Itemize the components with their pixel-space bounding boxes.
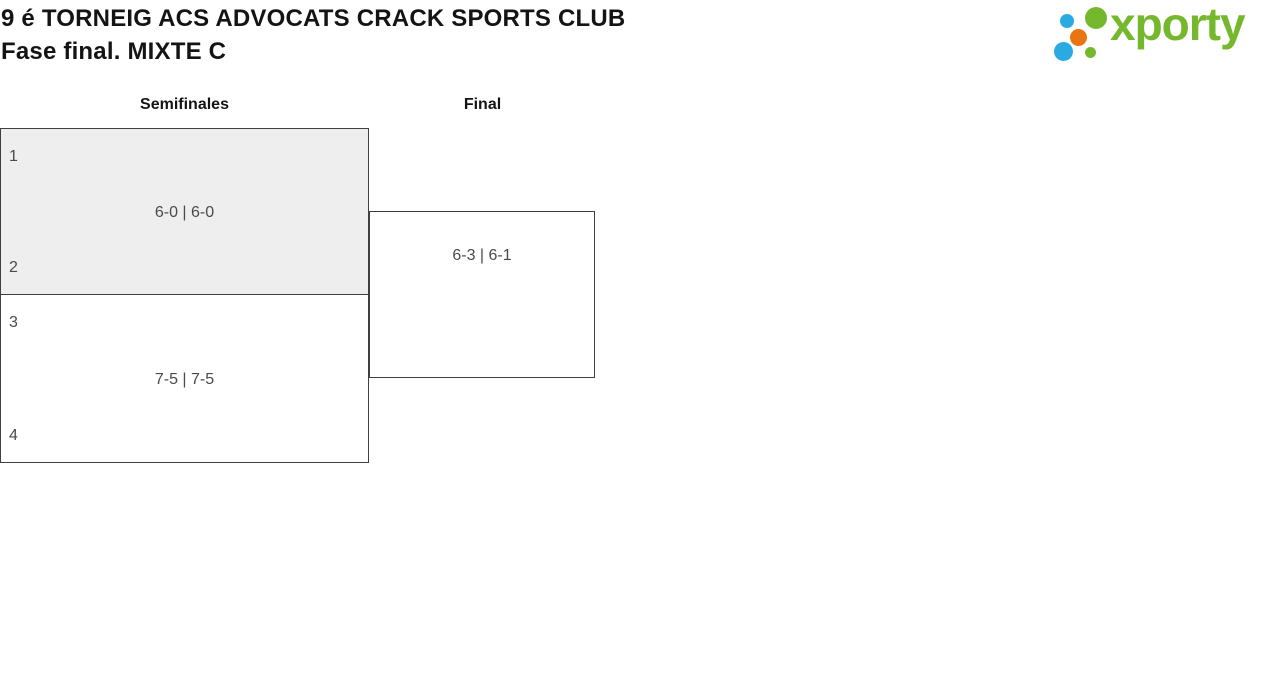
phase-category-subtitle: Fase final. MIXTE C [1,38,227,65]
round-header-semifinals: Semifinales [140,96,229,113]
logo-dot-blue-large-icon [1054,42,1073,61]
xporty-logo-wordmark: xporty [1110,0,1246,50]
match-box-semifinal-2[interactable]: 3 7-5 | 7-5 4 [0,294,369,463]
seed-number-bottom: 4 [9,427,18,444]
logo-dot-green-small-icon [1085,47,1096,58]
seed-number-top: 3 [9,314,18,331]
seed-number-bottom: 2 [9,259,18,276]
logo-dot-green-large-icon [1085,7,1107,29]
match-score: 6-0 | 6-0 [154,203,215,221]
match-score: 7-5 | 7-5 [154,370,215,388]
match-box-semifinal-1[interactable]: 1 6-0 | 6-0 2 [0,128,369,295]
logo-dot-orange-icon [1070,29,1087,46]
seed-number-top: 1 [9,148,18,165]
match-box-final[interactable]: 6-3 | 6-1 [369,211,595,378]
tournament-name: 9 é TORNEIG ACS ADVOCATS CRACK SPORTS CL… [1,5,626,32]
page-title: 9 é TORNEIG ACS ADVOCATS CRACK SPORTS CL… [1,2,625,68]
round-header-final: Final [463,96,502,113]
logo-dot-blue-top-icon [1060,14,1074,28]
match-score: 6-3 | 6-1 [452,247,512,264]
xporty-logo[interactable]: xporty [1048,0,1280,70]
